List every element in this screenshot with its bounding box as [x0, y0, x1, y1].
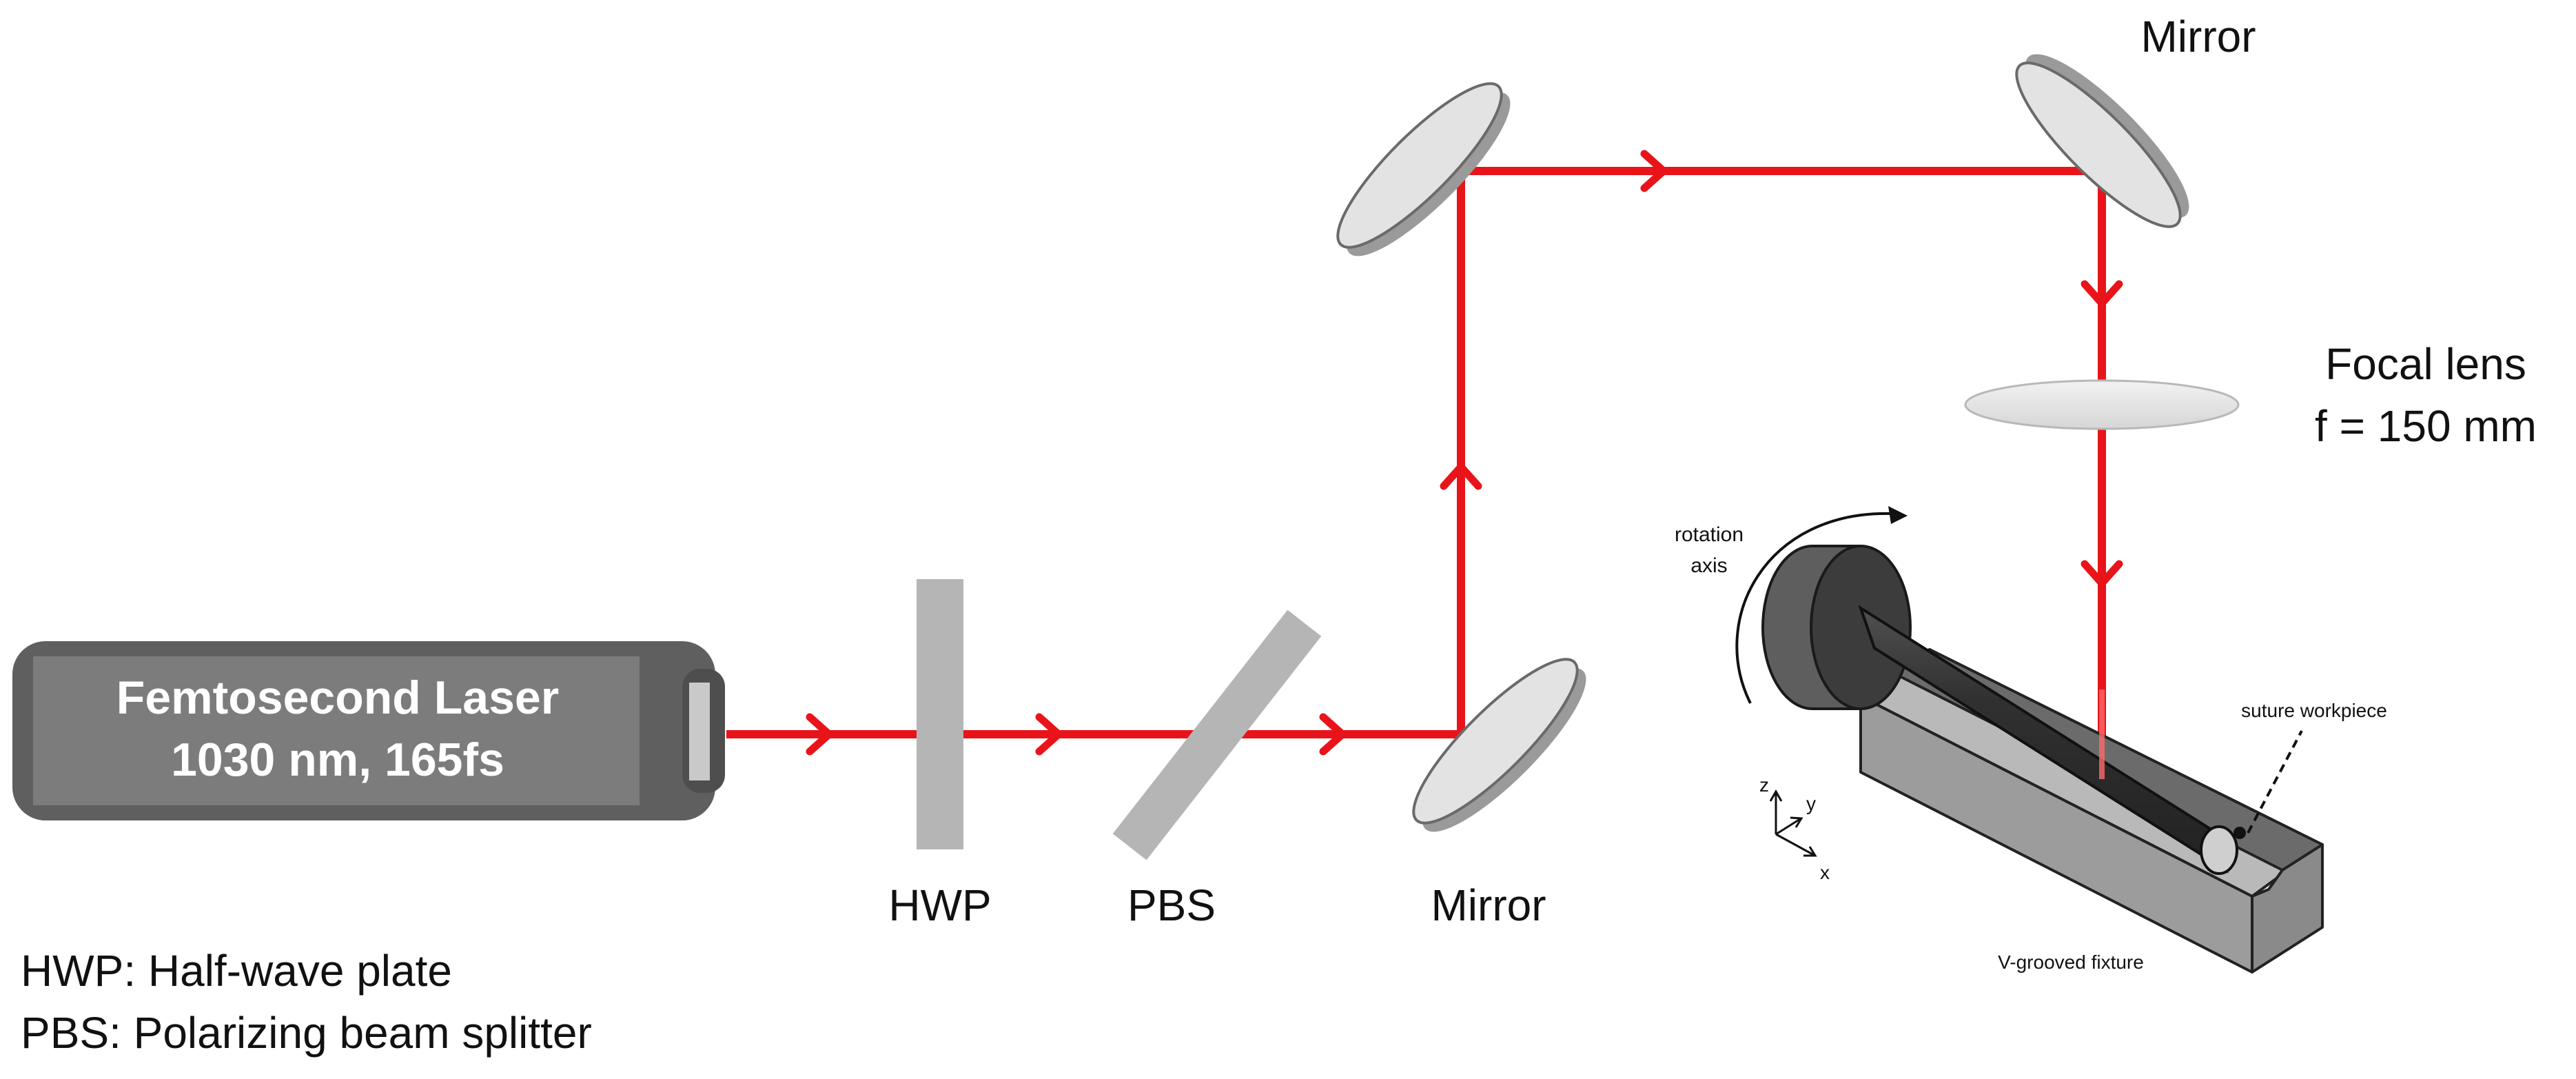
- mirror-bottom: [1412, 658, 1586, 832]
- laser-spec: 1030 nm, 165fs: [171, 734, 504, 786]
- workpiece-leader-line: [2247, 730, 2303, 834]
- arrow-up-icon: [1440, 463, 1482, 490]
- x-axis-line: [1775, 833, 1815, 856]
- v-grooved-fixture: [1859, 648, 2324, 974]
- arrow-down-icon: [2081, 280, 2123, 307]
- fixture-label: V-grooved fixture: [1998, 951, 2144, 973]
- arrow-right-icon: [1640, 150, 1668, 192]
- workpiece-label: suture workpiece: [2241, 700, 2387, 721]
- mirror-face: [1336, 82, 1503, 249]
- suture-rod: [1858, 605, 2238, 875]
- mirror-face: [1412, 658, 1579, 825]
- mirror-bottom-label: Mirror: [1431, 880, 1546, 930]
- rotation-chuck: [1761, 545, 1912, 710]
- legend-pbs: PBS: Polarizing beam splitter: [21, 1008, 592, 1058]
- lens-name-label: Focal lens: [2325, 339, 2526, 389]
- pbs-label: PBS: [1127, 880, 1216, 930]
- laser-name: Femtosecond Laser: [116, 672, 559, 724]
- z-arrowhead-icon: [1769, 789, 1783, 802]
- mirror-top-label: Mirror: [2140, 12, 2256, 61]
- x-arrowhead-icon: [1803, 846, 1817, 857]
- mirror-top-right: [2015, 54, 2189, 228]
- laser-aperture: [689, 683, 710, 780]
- chuck-face: [1810, 545, 1912, 710]
- coordinate-axes: [1769, 789, 1817, 857]
- beam-arrows: [806, 150, 2123, 756]
- y-axis-line: [1775, 818, 1801, 836]
- arrow-down-icon: [2081, 560, 2123, 587]
- y-arrowhead-icon: [1790, 816, 1803, 828]
- arrow-right-icon: [1319, 713, 1347, 756]
- laser-panel: [33, 656, 640, 805]
- femtosecond-laser: Femtosecond Laser 1030 nm, 165fs: [12, 641, 725, 820]
- mirror-top-left: [1336, 82, 1511, 256]
- hwp-label: HWP: [888, 880, 991, 930]
- suture-workpiece-end: [2200, 825, 2238, 875]
- legend-hwp: HWP: Half-wave plate: [21, 946, 452, 996]
- polarizing-beam-splitter: [1112, 609, 1322, 860]
- rotation-axis-label-line1: rotation: [1675, 523, 1744, 546]
- half-wave-plate: [917, 579, 963, 849]
- y-axis-label: y: [1806, 793, 1816, 814]
- fixture-end-face: [2251, 843, 2324, 974]
- x-axis-label: x: [1820, 862, 1830, 883]
- rotation-arrow-icon: [1735, 512, 1892, 704]
- arrow-right-icon: [806, 713, 833, 756]
- abbreviation-legend: HWP: Half-wave plate PBS: Polarizing bea…: [21, 946, 592, 1058]
- rotation-arrowhead-icon: [1888, 506, 1908, 524]
- rotation-axis-label-line2: axis: [1690, 554, 1727, 577]
- workpiece-dot: [2233, 827, 2246, 839]
- mirror-face: [2015, 61, 2182, 228]
- focal-lens: [1964, 379, 2240, 430]
- z-axis-label: z: [1759, 774, 1769, 796]
- arrow-right-icon: [1035, 713, 1063, 756]
- lens-focal-label: f = 150 mm: [2315, 401, 2537, 451]
